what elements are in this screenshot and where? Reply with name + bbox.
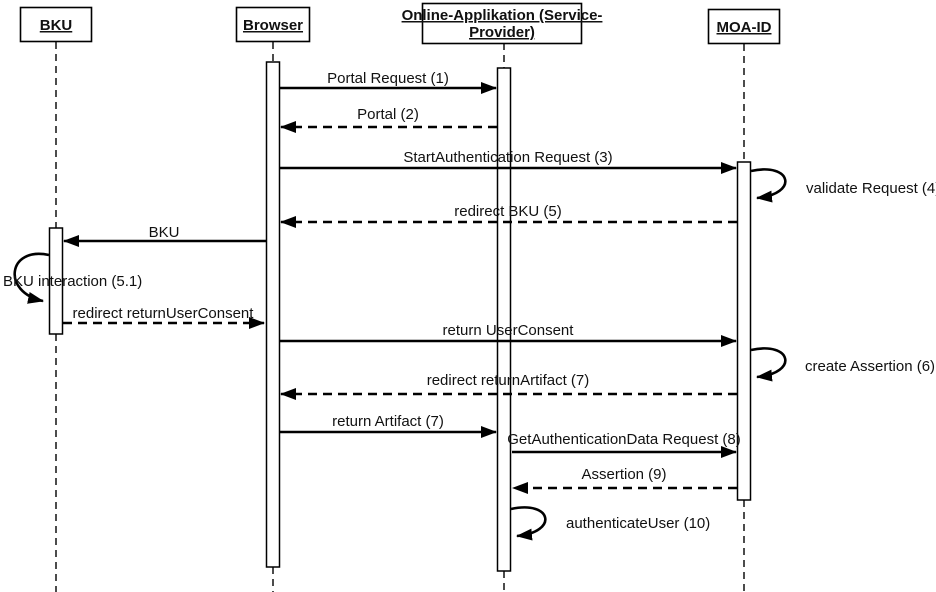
loop-create-assertion [750, 347, 787, 382]
actor-box-moa-id [707, 8, 781, 45]
message-label-validate-request: validate Request (4) [806, 180, 936, 197]
actor-box-online-applikation [421, 2, 583, 45]
message-label-return-user-consent: return UserConsent [443, 322, 575, 339]
message-label-get-authentication-data-request: GetAuthenticationData Request (8) [507, 431, 740, 448]
actor-box-bku [19, 6, 93, 43]
message-label-authenticate-user: authenticateUser (10) [566, 515, 710, 532]
actor-box-browser [235, 6, 311, 43]
actor-label-browser: Browser [243, 17, 303, 34]
message-label-return-artifact: return Artifact (7) [332, 413, 444, 430]
message-label-create-assertion: create Assertion (6) [805, 358, 935, 375]
loop-authenticate-user [510, 506, 547, 541]
message-label-start-authentication-request: StartAuthentication Request (3) [403, 149, 612, 166]
message-label-assertion: Assertion (9) [581, 466, 666, 483]
message-label-redirect-return-artifact: redirect returnArtifact (7) [427, 372, 590, 389]
loop-bku-interaction [13, 252, 50, 304]
activation-moa-id [736, 161, 752, 501]
actor-label-online-applikation-line1: Online-Applikation (Service- [402, 7, 603, 24]
loop-validate-request [750, 168, 787, 203]
activation-bku [48, 227, 64, 335]
actor-label-bku: BKU [40, 17, 73, 34]
message-label-redirect-bku: redirect BKU (5) [454, 203, 562, 220]
message-label-portal-return: Portal (2) [357, 106, 419, 123]
actor-label-online-applikation-line2: Provider) [469, 24, 535, 41]
activation-browser [265, 61, 281, 568]
actor-label-moa-id: MOA-ID [717, 19, 772, 36]
message-label-bku-interaction: BKU interaction (5.1) [3, 273, 142, 290]
message-label-redirect-return-user-consent: redirect returnUserConsent [73, 305, 255, 322]
message-label-portal-request: Portal Request (1) [327, 70, 449, 87]
message-label-bku: BKU [149, 224, 180, 241]
activation-online-applikation [496, 67, 512, 572]
